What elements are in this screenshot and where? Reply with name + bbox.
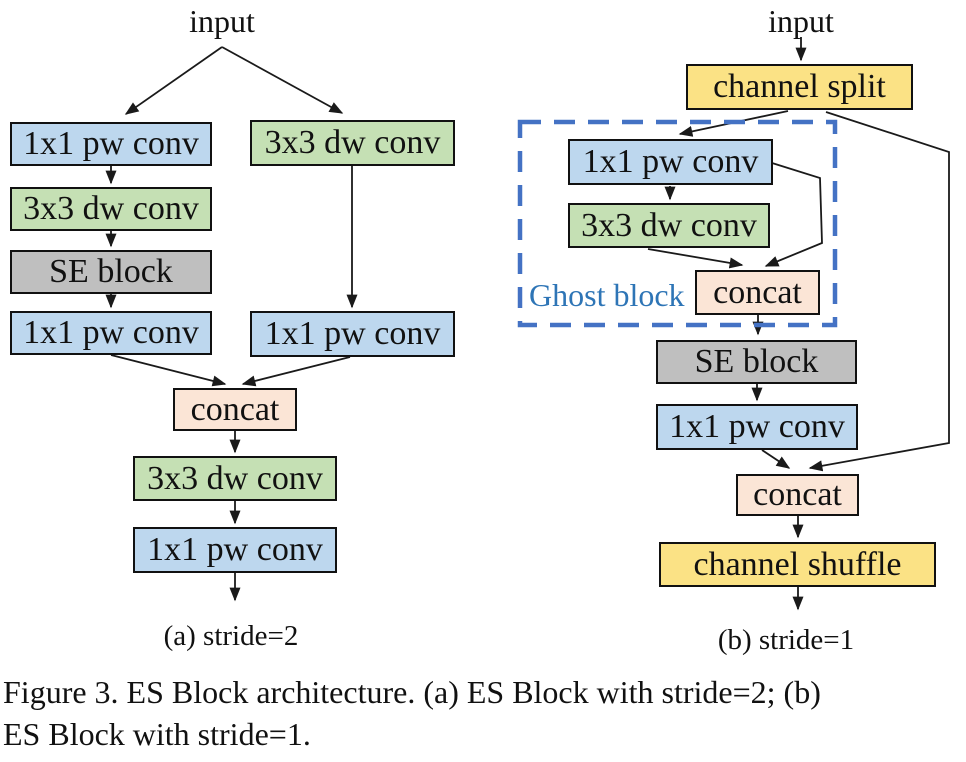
arrow-a-pwright-to-concat [241, 356, 351, 387]
figure-caption: Figure 3. ES Block architecture. (a) ES … [3, 671, 963, 755]
subcaption-a: (a) stride=2 [163, 620, 299, 652]
node-b-concat-1: concat [695, 270, 820, 315]
figure-caption-line-2: ES Block with stride=1. [3, 716, 311, 752]
node-a-pw-conv-2: 1x1 pw conv [10, 311, 212, 355]
arrow-b-dw1-to-concat1 [647, 248, 744, 269]
node-a-pw-conv-right: 1x1 pw conv [250, 311, 455, 357]
node-a-dw-conv-2: 3x3 dw conv [133, 456, 337, 501]
ghost-block-label: Ghost block [529, 277, 685, 313]
arrow-b-pw2-to-concat2 [761, 449, 791, 469]
node-b-pw-conv-2: 1x1 pw conv [656, 404, 858, 450]
node-b-channel-shuffle: channel shuffle [659, 542, 936, 587]
node-b-concat-2: concat [736, 474, 859, 516]
input-label-a: input [189, 3, 255, 39]
arrow-a-input-to-dwright [221, 46, 344, 114]
arrow-b-split-skip-to-concat2 [808, 111, 950, 472]
node-a-se-block: SE block [10, 250, 212, 294]
ghost-block-dashed-border [517, 119, 838, 328]
node-a-pw-conv-1: 1x1 pw conv [10, 122, 212, 166]
arrow-a-pw2-to-concat [110, 354, 227, 387]
node-b-dw-conv-1: 3x3 dw conv [568, 203, 770, 248]
input-label-b: input [768, 3, 834, 39]
node-b-channel-split: channel split [686, 64, 913, 110]
arrow-b-pw1-skip-to-concat1 [764, 162, 823, 267]
subcaption-b: (b) stride=1 [717, 624, 855, 656]
figure-caption-line-1: Figure 3. ES Block architecture. (a) ES … [3, 674, 821, 710]
arrow-a-input-to-pw1 [124, 46, 223, 115]
node-a-pw-conv-3: 1x1 pw conv [133, 527, 337, 573]
node-b-se-block: SE block [656, 340, 857, 384]
node-a-dw-conv-right: 3x3 dw conv [250, 120, 455, 166]
node-a-concat: concat [173, 388, 297, 431]
node-b-pw-conv-1: 1x1 pw conv [568, 139, 773, 185]
node-a-dw-conv-1: 3x3 dw conv [10, 187, 212, 231]
